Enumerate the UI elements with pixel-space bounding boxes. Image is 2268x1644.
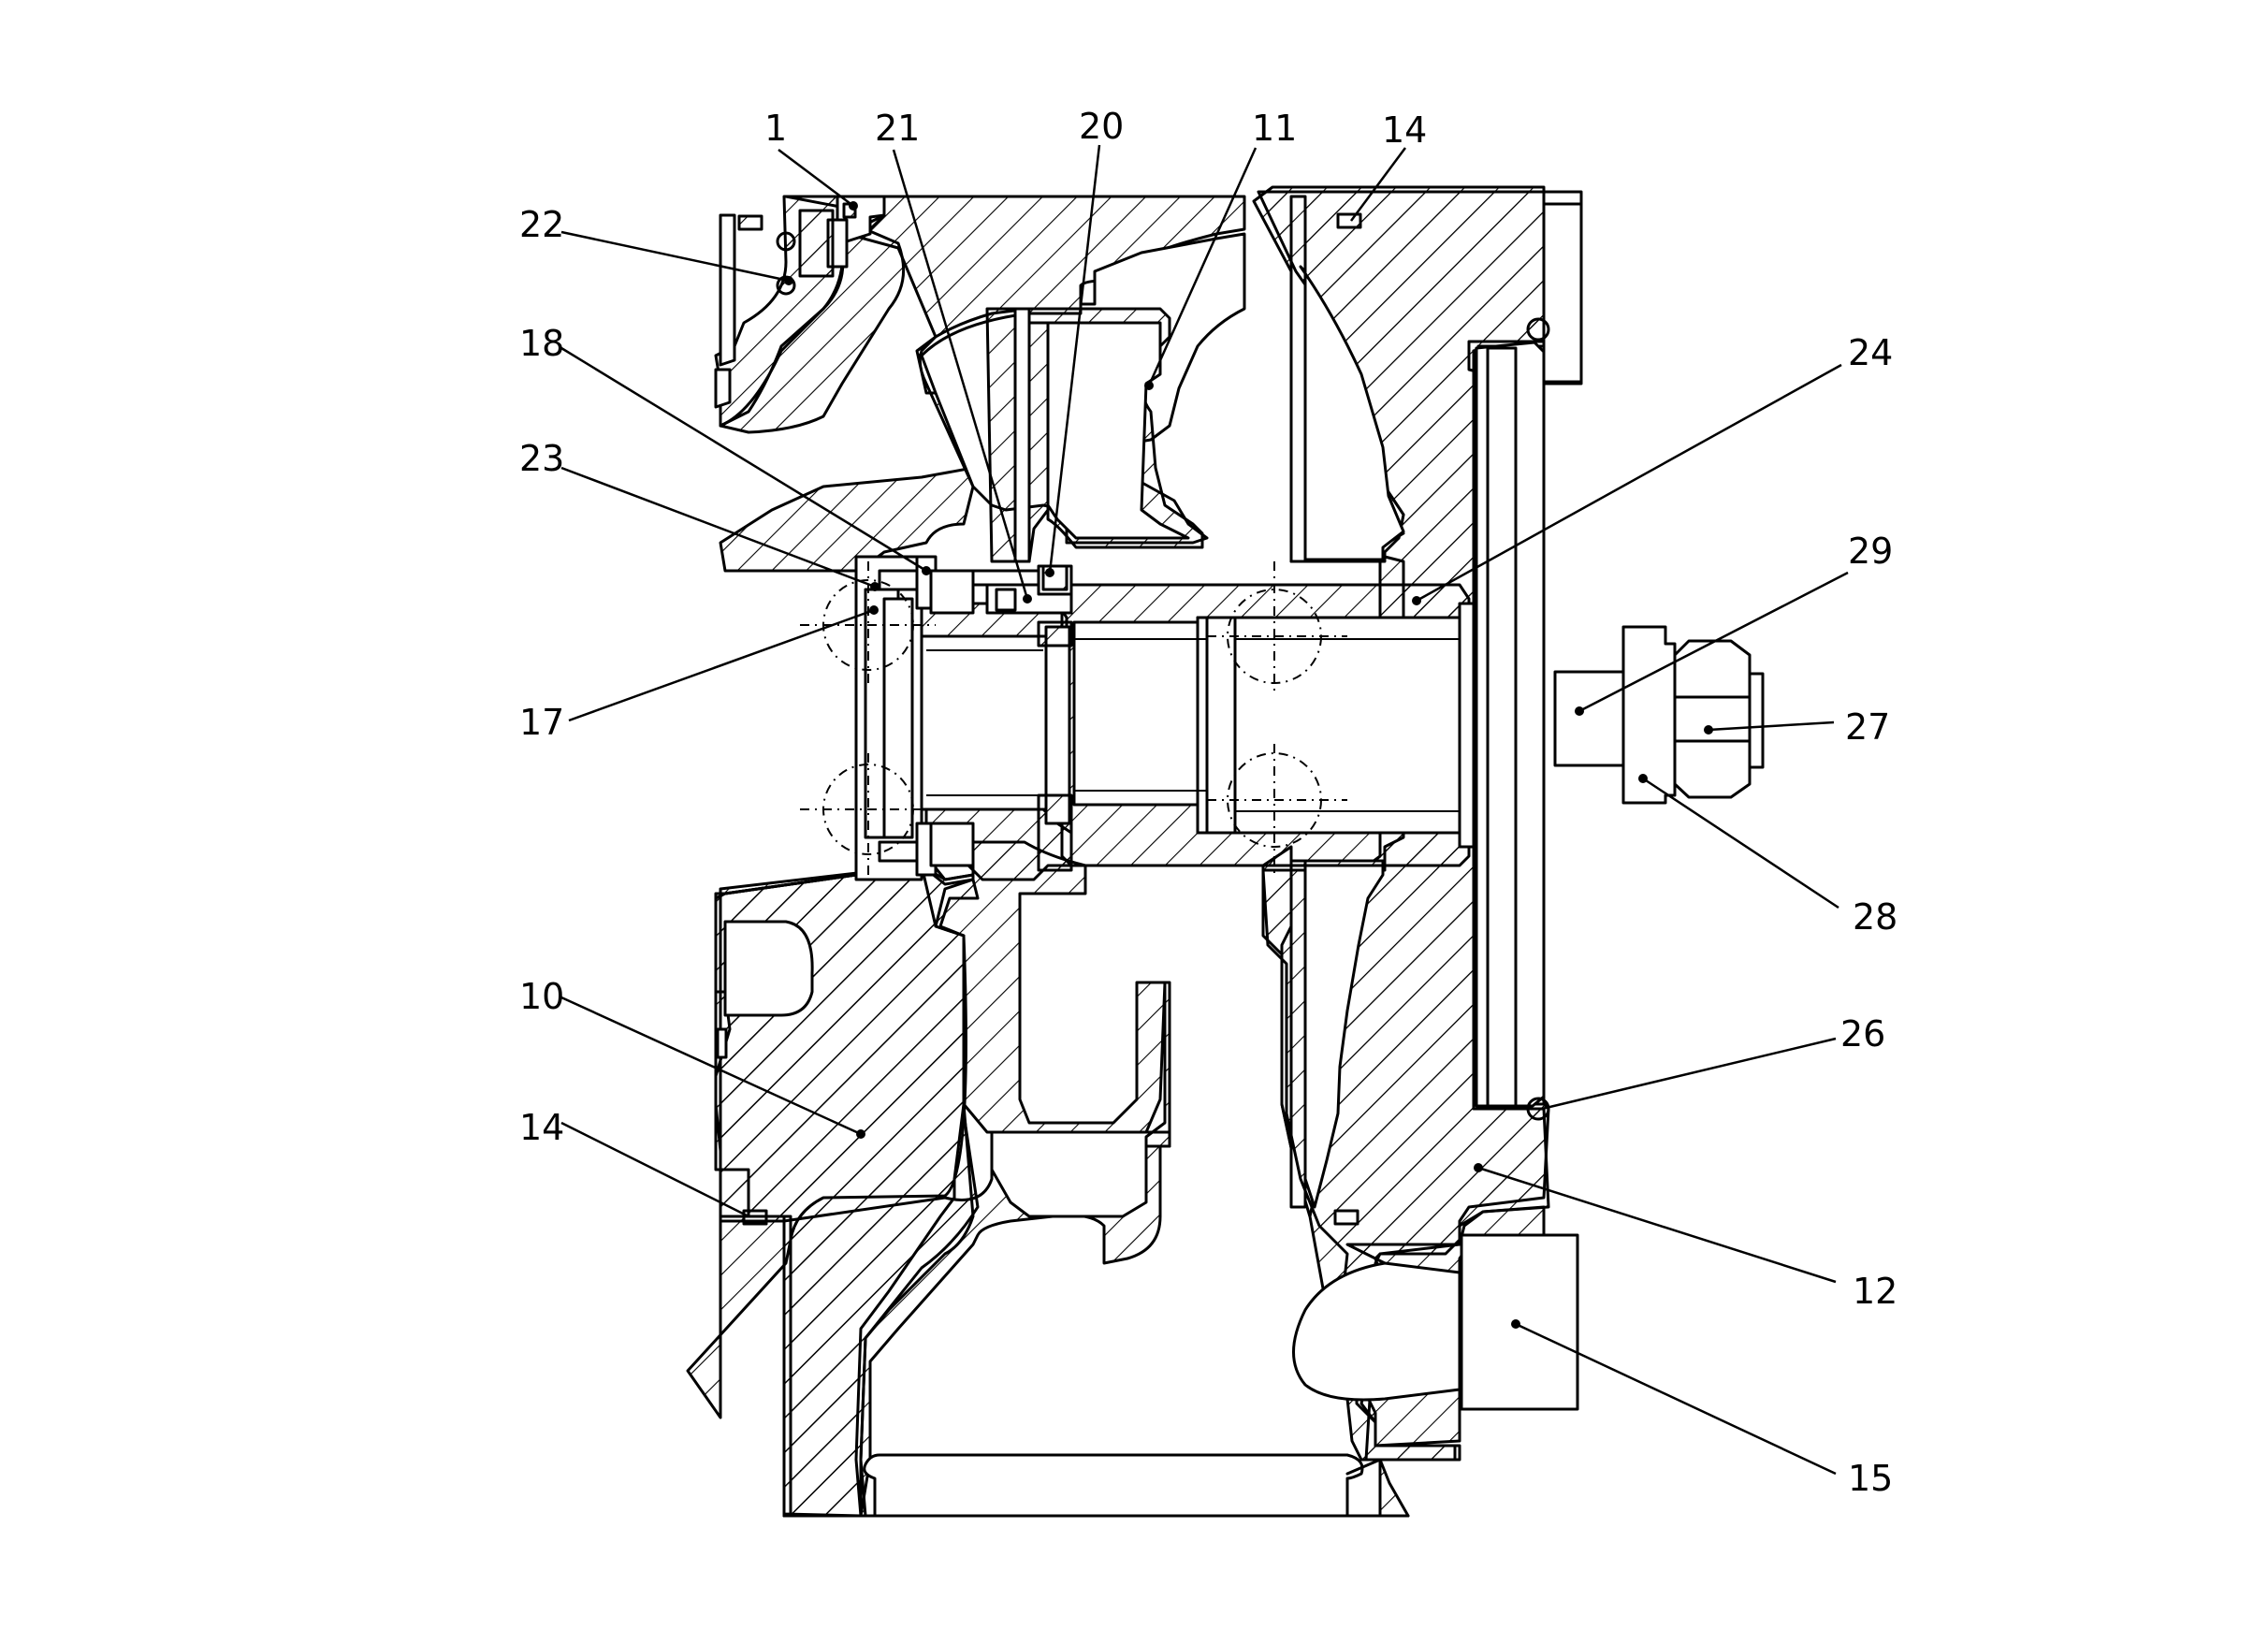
- callout-label-26: 26: [1840, 1013, 1885, 1055]
- callout-label-24: 24: [1848, 332, 1893, 373]
- o-ring-26: [1526, 1097, 1550, 1121]
- callout-label-1: 1: [764, 108, 787, 149]
- o-ring-22-a: [776, 231, 796, 252]
- o-ring-14-bottom: [742, 1209, 768, 1226]
- nut-assembly-27-28-29: [1553, 625, 1765, 805]
- callout-label-29: 29: [1848, 531, 1893, 572]
- callout-label-21: 21: [875, 108, 920, 149]
- callout-label-14-bottom: 14: [519, 1107, 564, 1148]
- callout-label-18: 18: [519, 323, 564, 364]
- o-ring-bottom-right: [1333, 1209, 1359, 1226]
- callout-label-28: 28: [1853, 896, 1897, 938]
- callout-label-27: 27: [1845, 706, 1890, 748]
- callout-label-11: 11: [1252, 108, 1297, 149]
- o-ring-14-top: [1336, 212, 1362, 229]
- outlet-section: [782, 981, 1410, 1518]
- callout-label-12: 12: [1853, 1271, 1897, 1312]
- bearing-17-18-23: [800, 555, 975, 881]
- stud-29: [1553, 670, 1632, 767]
- impeller-hub: [910, 602, 1073, 881]
- callout-label-14-top: 14: [1382, 109, 1427, 151]
- washer-28: [1621, 625, 1677, 805]
- callout-label-23: 23: [519, 438, 564, 479]
- callout-label-20: 20: [1079, 106, 1124, 147]
- nut-27: [1673, 639, 1752, 799]
- callout-leaders: [560, 144, 1849, 1476]
- o-ring-top-left: [737, 214, 763, 231]
- callout-labels: 1 21 20 11 14 22 18 23 17 24 29 27 28 10…: [519, 106, 1897, 1499]
- shaft-bearings: [1207, 561, 1347, 875]
- shaft-24: [1060, 583, 1476, 867]
- o-ring-26-top: [1526, 317, 1550, 342]
- callout-label-17: 17: [519, 702, 564, 743]
- callout-dots: [784, 201, 1713, 1329]
- callout-label-15: 15: [1848, 1458, 1893, 1499]
- callout-label-22: 22: [519, 204, 564, 245]
- callout-label-10: 10: [519, 976, 564, 1017]
